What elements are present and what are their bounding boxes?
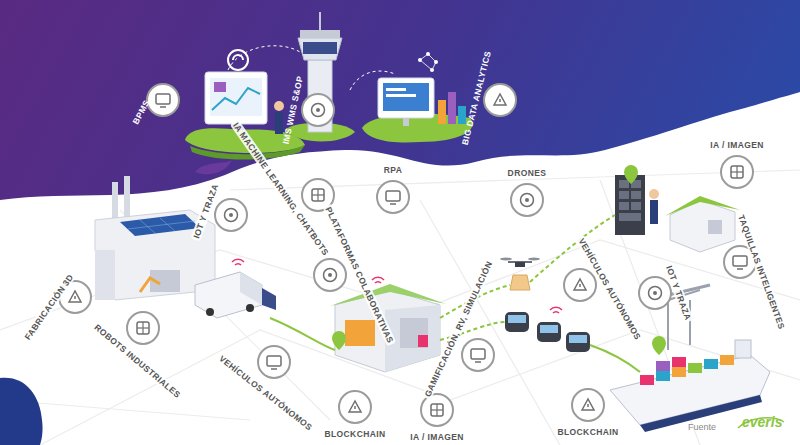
badge-label: RPA [382, 165, 405, 175]
badge-label: BLOCKCHAIN [555, 427, 620, 437]
swoosh [195, 160, 232, 174]
corner-blob [0, 378, 43, 445]
source-note: Fuente [688, 422, 716, 432]
tech-badge: PLATAFORMAS COLABORATIVAS [313, 258, 347, 292]
badge-label: VEHÍCULOS AUTÓNOMOS [216, 352, 316, 433]
tech-badge: DRONES [510, 183, 544, 217]
badge-icon [517, 190, 537, 210]
badge-label: GAMIFICACIÓN, RV, SIMULACIÓN [421, 258, 495, 401]
tech-badge: TAQUILLAS INTELIGENTES [723, 245, 757, 279]
badge-label: ROBOTS INDUSTRIALES [91, 321, 184, 401]
badge-label: DRONES [506, 168, 549, 178]
autonomous-shuttles [505, 307, 590, 352]
badge-icon [383, 187, 403, 207]
tech-badge: GAMIFICACIÓN, RV, SIMULACIÓN [461, 338, 495, 372]
map-lines [0, 170, 800, 445]
ground [0, 92, 800, 445]
badge-label: FABRICACIÓN 3D [21, 271, 76, 344]
badge-label: BPMS [130, 98, 151, 126]
brand-logo-text: everis [742, 414, 782, 430]
badge-icon [65, 287, 85, 307]
badge-icon [468, 345, 488, 365]
badge-icon [490, 90, 510, 110]
badge-icon [308, 185, 328, 205]
tech-badge: ROBOTS INDUSTRIALES [126, 311, 160, 345]
tech-badge: BLOCKCHAIN [571, 388, 605, 422]
tech-badge: IOT Y TRAZA [214, 198, 248, 232]
badge-label: BIG DATA ANALYTICS [459, 50, 492, 146]
badge-icon [320, 265, 340, 285]
tech-badge: IMS WMS S&OP [301, 93, 335, 127]
port-and-ship [610, 285, 770, 432]
tech-badge: VEHÍCULOS AUTÓNOMOS [257, 345, 291, 379]
tech-badge: BLOCKCHAIN [338, 390, 372, 424]
badge-icon [308, 100, 328, 120]
badge-icon [727, 162, 747, 182]
badge-icon [427, 400, 447, 420]
badge-label: IMS WMS S&OP [281, 75, 305, 145]
badge-label: TAQUILLAS INTELIGENTES [736, 212, 788, 333]
truck [195, 259, 276, 318]
badge-icon [133, 318, 153, 338]
locker-and-house [615, 175, 740, 252]
badge-label: IOT Y TRAZA [191, 180, 221, 241]
badge-icon [221, 205, 241, 225]
badge-label: IA / IMAGEN [408, 432, 466, 442]
badge-label: IA / IMAGEN [708, 140, 766, 150]
tech-badge: RPA [376, 180, 410, 214]
tech-badge: BIG DATA ANALYTICS [483, 83, 517, 117]
badge-label: BLOCKCHAIN [322, 429, 387, 439]
badge-icon [345, 397, 365, 417]
badge-icon [264, 352, 284, 372]
badge-label: IOT Y TRAZA [664, 262, 694, 323]
badge-icon [578, 395, 598, 415]
badge-label: PLATAFORMAS COLABORATIVAS [323, 203, 397, 346]
badge-icon [153, 90, 173, 110]
badge-icon [570, 275, 590, 295]
badge-icon [645, 283, 665, 303]
tech-badge: IOT Y TRAZA [638, 276, 672, 310]
tech-badge: VEHÍCULOS AUTÓNOMOS [563, 268, 597, 302]
badge-icon [730, 252, 750, 272]
tech-badge: BPMS [146, 83, 180, 117]
right-island [350, 52, 473, 142]
tech-badge: IA / IMAGEN [720, 155, 754, 189]
tech-badge: FABRICACIÓN 3D [58, 280, 92, 314]
